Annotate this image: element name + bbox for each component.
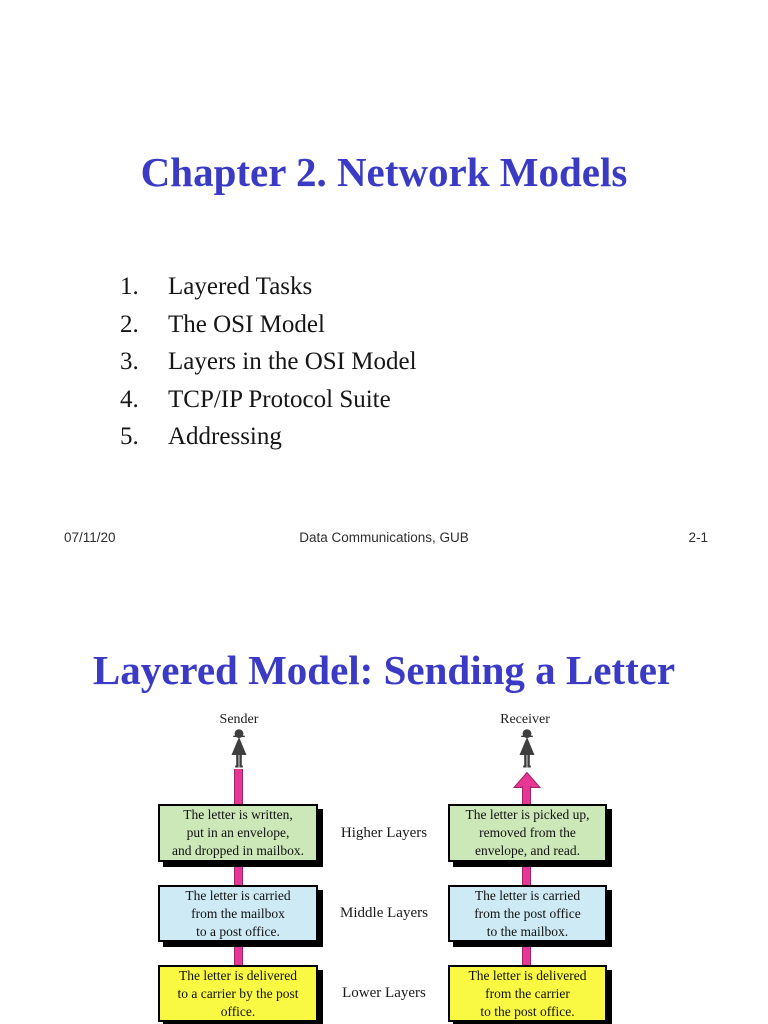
- slide1-footer-title: Data Communications, GUB: [299, 530, 469, 545]
- list-item: 1. Layered Tasks: [120, 268, 417, 306]
- list-item-number: 4.: [120, 385, 139, 413]
- sender-lower-layers-box: The letter is delivered to a carrier by …: [158, 965, 318, 1022]
- list-item-number: 1.: [120, 273, 139, 300]
- list-item-label: The OSI Model: [168, 310, 325, 338]
- receiver-lower-layers-box: The letter is delivered from the carrier…: [448, 965, 607, 1022]
- list-item: 2. The OSI Model: [120, 306, 417, 344]
- slide1-title: Chapter 2. Network Models: [140, 149, 628, 196]
- list-item-label: Addressing: [168, 423, 282, 450]
- higher-layers-label: Higher Layers: [340, 825, 428, 841]
- slide1-footer-page-number: 2-1: [688, 530, 708, 545]
- list-item-label: TCP/IP Protocol Suite: [168, 385, 391, 413]
- sender-person-icon: [231, 729, 247, 768]
- list-item-label: Layers in the OSI Model: [168, 348, 417, 375]
- list-item-number: 3.: [120, 348, 139, 375]
- slide2-title: Layered Model: Sending a Letter: [92, 647, 676, 694]
- sender-higher-layers-box: The letter is written, put in an envelop…: [158, 804, 318, 862]
- receiver-higher-layers-box: The letter is picked up, removed from th…: [448, 804, 607, 862]
- list-item-number: 2.: [120, 310, 139, 338]
- receiver-label: Receiver: [500, 712, 550, 727]
- slide1-toc-list: 1. Layered Tasks 2. The OSI Model 3. Lay…: [120, 268, 417, 456]
- list-item: 5. Addressing: [120, 418, 417, 456]
- list-item: 4. TCP/IP Protocol Suite: [120, 381, 417, 419]
- list-item: 3. Layers in the OSI Model: [120, 343, 417, 381]
- list-item-label: Layered Tasks: [168, 273, 313, 300]
- middle-layers-label: Middle Layers: [340, 905, 428, 921]
- slide1-footer-date: 07/11/20: [64, 530, 116, 545]
- sender-middle-layers-box: The letter is carried from the mailbox t…: [158, 885, 318, 942]
- list-item-number: 5.: [120, 423, 139, 450]
- receiver-person-icon: [519, 729, 535, 768]
- lower-layers-label: Lower Layers: [342, 985, 426, 1001]
- sender-label: Sender: [219, 712, 259, 727]
- receiver-middle-layers-box: The letter is carried from the post offi…: [448, 885, 607, 942]
